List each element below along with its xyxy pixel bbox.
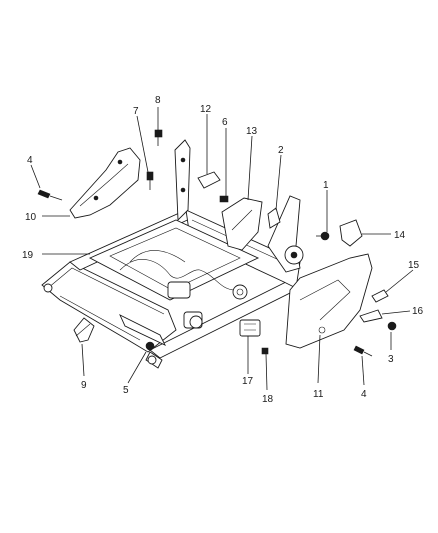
callout-5: 5 <box>123 385 129 396</box>
nut-1 <box>316 231 330 241</box>
cable-clip-9 <box>73 317 95 343</box>
callout-1: 1 <box>323 180 329 191</box>
callout-16: 16 <box>412 306 424 317</box>
side-shield-13 <box>221 197 263 251</box>
callout-18: 18 <box>262 394 274 405</box>
callout-17: 17 <box>242 376 254 387</box>
nut-3 <box>387 321 397 331</box>
screw-6 <box>219 195 229 203</box>
trim-15 <box>371 289 389 303</box>
recliner-plate-2 <box>267 195 304 273</box>
leader-lines <box>30 107 414 391</box>
callout-9: 9 <box>81 380 87 391</box>
callout-3: 3 <box>388 354 394 365</box>
stud-7 <box>146 171 154 190</box>
callout-13: 13 <box>246 126 258 137</box>
bracket-14 <box>339 219 363 247</box>
bolt-4-right <box>353 345 373 357</box>
callout-7: 7 <box>133 106 139 117</box>
callout-8: 8 <box>155 95 161 106</box>
handle-16 <box>359 309 383 323</box>
callout-15: 15 <box>408 260 420 271</box>
nut-5 <box>145 341 155 351</box>
callout-12: 12 <box>200 104 212 115</box>
callout-10: 10 <box>25 212 37 223</box>
callout-labels: 1 2 3 4 4 5 6 7 8 9 10 11 12 13 14 15 16… <box>22 95 424 405</box>
screw-18 <box>261 347 269 355</box>
seat-track-frame <box>41 209 301 369</box>
callout-6: 6 <box>222 117 228 128</box>
clip-12 <box>197 171 221 189</box>
callout-2: 2 <box>278 145 284 156</box>
upright-post <box>174 139 191 222</box>
callout-14: 14 <box>394 230 406 241</box>
riser-bracket-left <box>69 147 141 219</box>
callout-11: 11 <box>313 389 324 400</box>
callout-4a: 4 <box>27 155 33 166</box>
nut-8 <box>154 129 163 146</box>
bolt-4-left <box>37 189 63 201</box>
side-shield-outer-11 <box>285 253 373 349</box>
callout-19: 19 <box>22 250 34 261</box>
connector-17 <box>239 319 261 337</box>
callout-4b: 4 <box>361 389 367 400</box>
